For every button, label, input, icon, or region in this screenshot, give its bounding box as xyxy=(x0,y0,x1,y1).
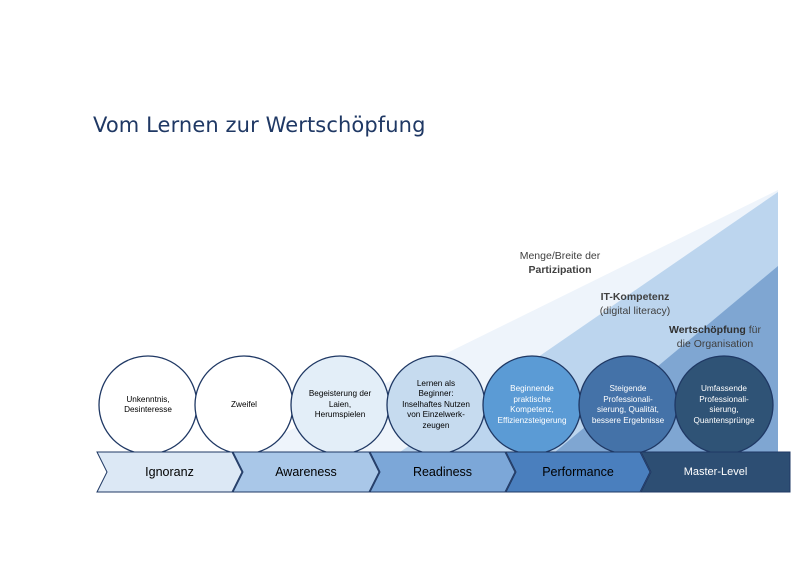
stage-arrow-1 xyxy=(96,451,243,493)
layer-label-participation: Menge/Breite der Partizipation xyxy=(505,249,615,277)
stage-label-2: Awareness xyxy=(275,465,337,479)
layer-label-it-competence-line2: (digital literacy) xyxy=(599,305,671,317)
stage-arrow-5 xyxy=(640,451,791,493)
stage-circle-text-content-7: Umfassende Professionali- sierung, Quant… xyxy=(693,384,755,425)
layer-label-value-creation: Wertschöpfung für die Organisation xyxy=(655,323,775,351)
layer-label-participation-line1: Menge/Breite der xyxy=(519,250,601,262)
stage-circle-text-content-3: Begeisterung der Laien, Herumspielen xyxy=(308,389,372,420)
stage-label-1: Ignoranz xyxy=(145,465,194,479)
stage-label-5: Master-Level xyxy=(683,466,748,478)
layer-label-it-competence-line1: IT-Kompetenz xyxy=(600,291,670,303)
stage-label-4: Performance xyxy=(542,465,614,479)
stage-label-3: Readiness xyxy=(412,465,473,479)
layer-label-value-creation-bold: Wertschöpfung xyxy=(669,324,746,336)
stage-circle-text-4: Lernen als Beginner: Inselhaftes Nutzen … xyxy=(390,365,482,445)
stage-circle-text-6: Steigende Professionali- sierung, Qualit… xyxy=(582,365,674,445)
stage-arrow-3 xyxy=(369,451,516,493)
stage-circle-text-1: Unkenntnis, Desinteresse xyxy=(102,365,194,445)
page-title: Vom Lernen zur Wertschöpfung xyxy=(93,113,426,137)
layer-label-participation-line2: Partizipation xyxy=(528,264,592,276)
stage-circle-text-2: Zweifel xyxy=(198,365,290,445)
stage-circle-text-content-5: Beginnende praktische Kompetenz, Effizie… xyxy=(497,384,567,425)
stage-circle-text-content-4: Lernen als Beginner: Inselhaftes Nutzen … xyxy=(402,378,470,430)
stage-arrow-4 xyxy=(505,451,651,493)
stage-circle-text-content-1: Unkenntnis, Desinteresse xyxy=(124,394,172,415)
stage-circle-text-7: Umfassende Professionali- sierung, Quant… xyxy=(678,365,770,445)
layer-label-value-creation-line2: die Organisation xyxy=(676,338,754,350)
stage-circle-text-content-6: Steigende Professionali- sierung, Qualit… xyxy=(591,384,665,425)
stage-circle-text-5: Beginnende praktische Kompetenz, Effizie… xyxy=(486,365,578,445)
layer-label-it-competence: IT-Kompetenz (digital literacy) xyxy=(580,290,690,318)
stage-arrow-2 xyxy=(232,451,380,493)
stage-circle-text-content-2: Zweifel xyxy=(231,399,257,409)
stage-circle-text-3: Begeisterung der Laien, Herumspielen xyxy=(294,365,386,445)
layer-label-value-creation-rest: für xyxy=(745,324,761,336)
